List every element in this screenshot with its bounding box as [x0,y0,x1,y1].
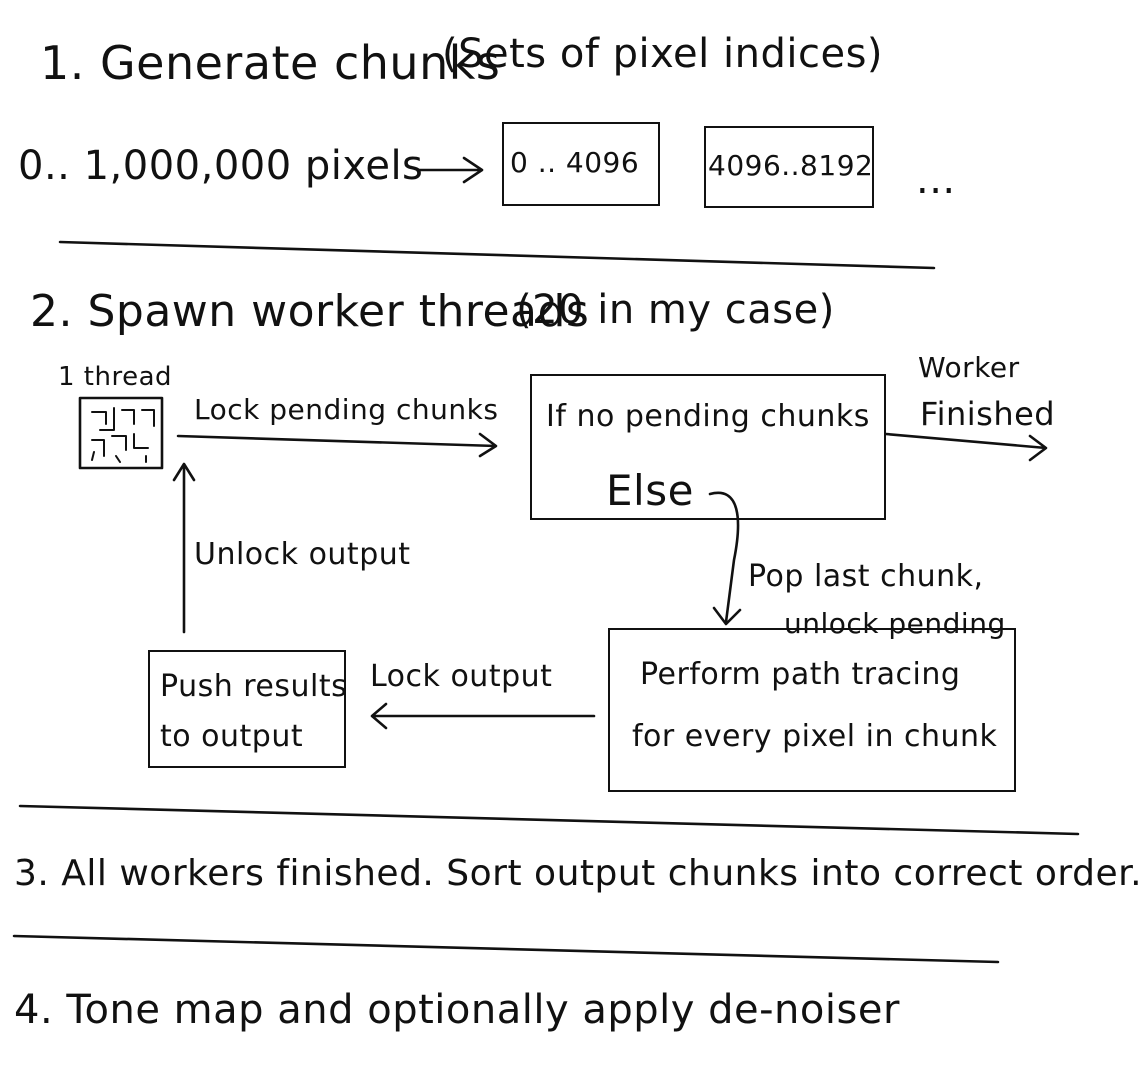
connectors-layer [12,156,1080,964]
push-results-label-2: to output [160,719,304,754]
maze-icon [78,396,164,470]
step3-text: 3. All workers finished. Sort output chu… [14,853,1142,894]
lock-pending-label: Lock pending chunks [194,393,499,426]
path-trace-label-1: Perform path tracing [640,657,961,692]
maze-icon-frame [78,396,164,470]
step1-title: 1. Generate chunks [40,36,501,90]
worker-finished-arrow [884,432,1048,462]
pop-chunk-label-2: unlock pending [784,607,1006,640]
thread-label: 1 thread [58,362,173,392]
path-trace-label-2: for every pixel in chunk [632,719,998,754]
separator-3 [12,934,1000,964]
decision-box [530,374,886,520]
worker-finished-label-1: Worker [918,351,1020,384]
chunk-label-0-4096: 0 .. 4096 [510,146,640,179]
push-results-box [148,650,346,768]
path-trace-box [608,628,1016,792]
chunk-label-4096-8192: 4096..8192 [708,149,874,182]
step2-title: 2. Spawn worker threads [30,286,590,337]
step1-arrow [416,156,484,184]
step2-paren: (20 in my case) [516,287,835,333]
unlock-output-arrow [172,462,196,634]
chunk-box-4096-8192 [704,126,874,208]
worker-finished-label-2: Finished [920,395,1056,433]
lock-output-label: Lock output [370,659,553,694]
separator-1 [58,240,936,270]
else-to-trace-arrow [708,491,742,626]
lock-output-arrow [370,702,596,730]
chunks-ellipsis: ... [916,157,956,203]
separator-2 [18,804,1080,836]
unlock-output-label: Unlock output [194,537,411,572]
diagram-canvas: 1. Generate chunks (Sets of pixel indice… [12,31,1142,1033]
decision-if-label: If no pending chunks [546,399,870,434]
step1-paren: (Sets of pixel indices) [442,31,884,77]
lock-pending-arrow [176,432,498,458]
chunk-box-0-4096 [502,122,660,206]
decision-else-label: Else [606,466,694,515]
push-results-label-1: Push results [160,669,348,704]
step4-text: 4. Tone map and optionally apply de-nois… [14,987,900,1033]
pop-chunk-label-1: Pop last chunk, [748,559,984,594]
pixel-range-label: 0.. 1,000,000 pixels [18,143,424,189]
